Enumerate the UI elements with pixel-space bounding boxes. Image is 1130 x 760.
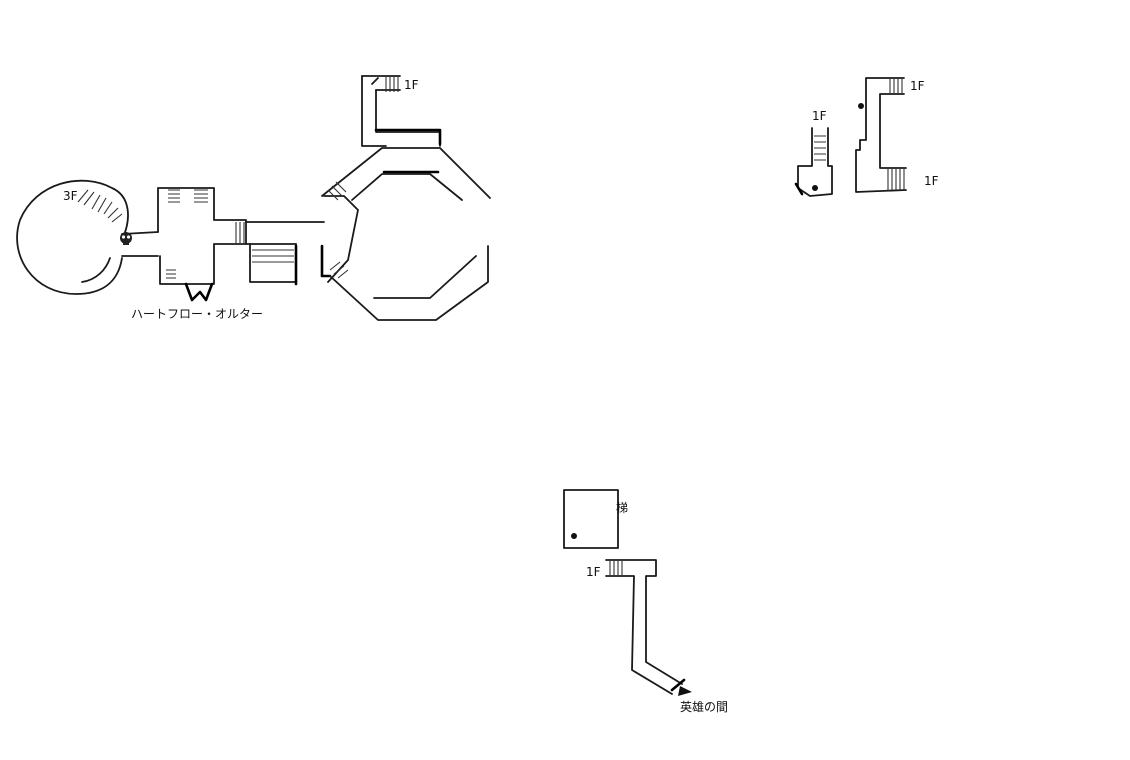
hub-room (323, 195, 359, 283)
stairs-1f-south (609, 560, 623, 576)
south-section (563, 489, 692, 696)
floor-label-1f: 1F (924, 174, 939, 188)
north-passage (361, 75, 441, 147)
floor-label-1f: 1F (910, 79, 925, 93)
stairs-3f (77, 189, 123, 223)
floor-label-1f: 1F (812, 109, 827, 123)
point-marker-icon (571, 533, 577, 539)
northeast-section (794, 77, 907, 197)
point-marker-icon (812, 185, 818, 191)
floor-label-1f: 1F (586, 565, 601, 579)
stairs-north (168, 189, 208, 203)
arrow-icon (678, 686, 692, 696)
skull-icon (120, 232, 132, 245)
circular-room (16, 179, 129, 295)
entrance-marker (184, 282, 214, 302)
ladder-room (563, 489, 619, 549)
floor-label-1f: 1F (404, 78, 419, 92)
stairs-south (166, 269, 176, 279)
stairs-1f-north (385, 76, 399, 92)
south-corridor (605, 559, 683, 695)
stairs-1f-alcove (814, 135, 826, 161)
stairs-1f-east-top (889, 78, 903, 94)
location-label-hall-of-heroes: 英雄の間 (680, 700, 729, 714)
point-marker-icon (858, 103, 864, 109)
east-corridor (855, 77, 907, 193)
stairs-corridor (235, 222, 245, 244)
west-section (16, 75, 491, 321)
stairs-block (252, 249, 294, 263)
location-label-ladder: 梯 (616, 501, 629, 515)
location-label-heartflow-altar: ハートフロー・オルター (131, 307, 264, 321)
floor-label-3f: 3F (63, 189, 78, 203)
west-alcove (797, 127, 833, 197)
ring-corridor (321, 147, 491, 201)
stairs-ring (327, 181, 349, 279)
stairs-1f-east-bottom (887, 168, 905, 190)
